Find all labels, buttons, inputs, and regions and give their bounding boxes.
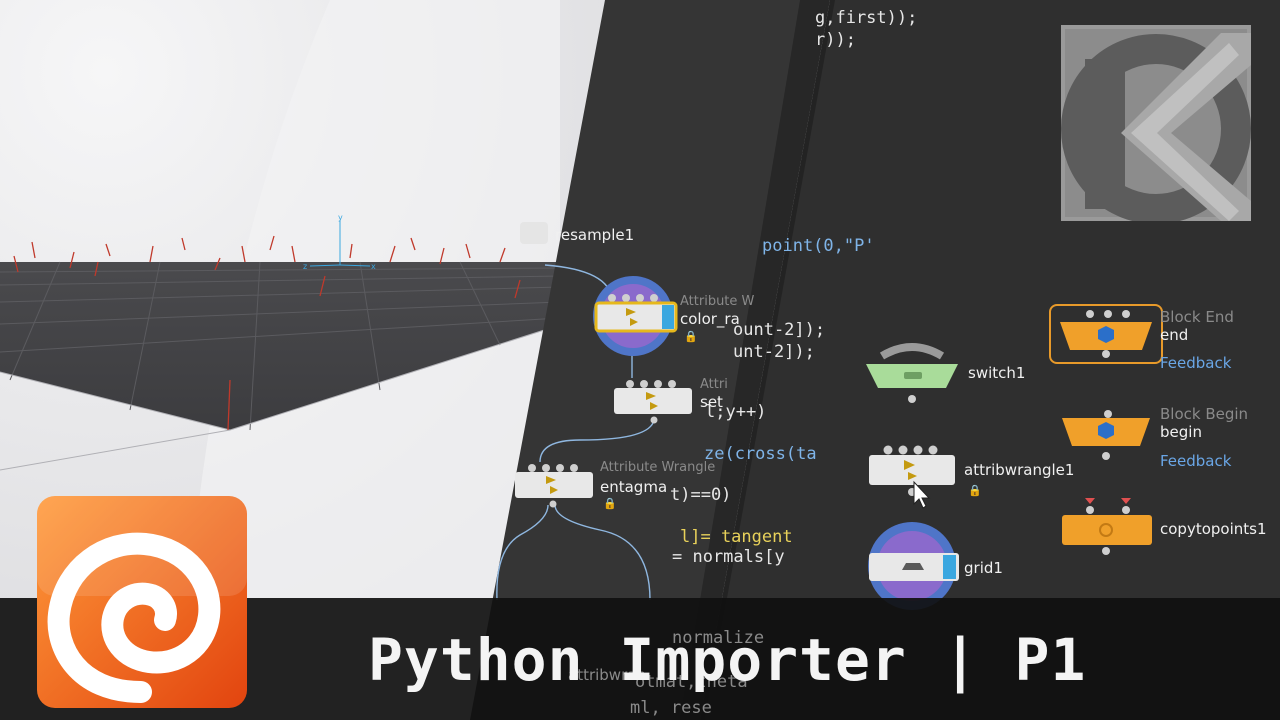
resample-node-shape[interactable]	[520, 222, 548, 244]
viewport-grid-lines	[0, 261, 561, 431]
code-line: ml, rese	[630, 698, 712, 718]
viewport-floor-edge	[0, 324, 561, 471]
node-type-block-begin: Block Begin	[1160, 405, 1249, 423]
grid-display-flag	[943, 555, 956, 579]
code-line: otmat,theta	[635, 672, 748, 692]
wrangle-icon	[546, 476, 558, 494]
code-line: g,first));	[815, 8, 918, 28]
node-label-copytopoints: copytopoints1	[1160, 520, 1267, 538]
node-label-block-begin: begin	[1160, 423, 1202, 441]
block-end-feedback-link[interactable]: Feedback	[1160, 354, 1232, 372]
entagma-node-shape[interactable]	[515, 472, 593, 498]
block-icon	[1098, 326, 1114, 343]
wrangle-icon	[904, 460, 917, 480]
code-line: ze(cross(ta	[704, 444, 817, 464]
node-label-resample: resample1	[555, 226, 635, 244]
mouse-cursor-icon	[913, 480, 931, 509]
grid-icon	[902, 563, 924, 570]
node-type-set: Attri	[700, 377, 728, 392]
code-line: l;y++)	[705, 402, 767, 422]
node-label-block-end: end	[1160, 326, 1189, 344]
node-label-attribwrangle: attribwrangle1	[964, 461, 1075, 479]
code-line: unt-2]);	[733, 342, 815, 362]
color-ramp-node-shape[interactable]	[594, 301, 678, 333]
set-node-shape[interactable]	[614, 388, 692, 414]
color-ramp-display-flag	[662, 305, 674, 329]
node-label-entagma: entagma	[600, 478, 668, 496]
entagma-k-logo-icon	[1061, 25, 1251, 221]
wrangle-icon	[626, 308, 638, 326]
lock-icon[interactable]: 🔒	[968, 484, 982, 497]
switch-icon	[904, 372, 922, 379]
viewport-normal-lines	[13, 235, 521, 431]
svg-text:z: z	[303, 262, 307, 271]
lock-icon[interactable]: 🔒	[684, 330, 698, 343]
node-label-set: set	[700, 393, 723, 411]
svg-text:x: x	[371, 262, 376, 271]
houdini-spiral-logo-icon	[37, 496, 247, 708]
node-type-entagma: Attribute Wrangle	[600, 460, 716, 475]
code-line: = normals[y	[672, 547, 785, 567]
svg-text:y: y	[338, 213, 343, 222]
attribwrangle-node-shape[interactable]	[869, 455, 955, 485]
code-line: normalize	[672, 628, 765, 648]
block-begin-feedback-link[interactable]: Feedback	[1160, 452, 1232, 470]
code-line: r));	[815, 30, 856, 50]
lock-icon[interactable]: 🔒	[603, 497, 617, 510]
switch-node-arc	[879, 343, 945, 360]
viewport-floor	[0, 262, 560, 430]
code-line: ount-2]);	[733, 320, 826, 340]
viewport-axis-gizmo	[309, 220, 371, 267]
block-icon	[1098, 422, 1114, 439]
code-line: point(0,"P'	[762, 236, 875, 256]
block-end-selection-outline	[1049, 304, 1163, 364]
node-label-grid: grid1	[964, 559, 1003, 577]
node-type-block-end: Block End	[1160, 308, 1234, 326]
node-label-switch: switch1	[968, 364, 1026, 382]
code-line: l]= tangent	[680, 527, 793, 547]
video-title: Python Importer | P1	[368, 626, 1087, 694]
code-line: t)==0)	[670, 485, 732, 505]
node-label-attribwrangle-bottom: attribwran	[568, 666, 646, 684]
node-type-color-ramp: Attribute W	[680, 294, 755, 309]
copy-icon	[1099, 523, 1113, 537]
node-label-color-ramp: color_ra	[680, 310, 740, 328]
copytopoints-node-shape[interactable]	[1062, 515, 1152, 545]
copytopoints-input-markers	[1085, 498, 1131, 504]
wrangle-icon	[646, 392, 658, 410]
